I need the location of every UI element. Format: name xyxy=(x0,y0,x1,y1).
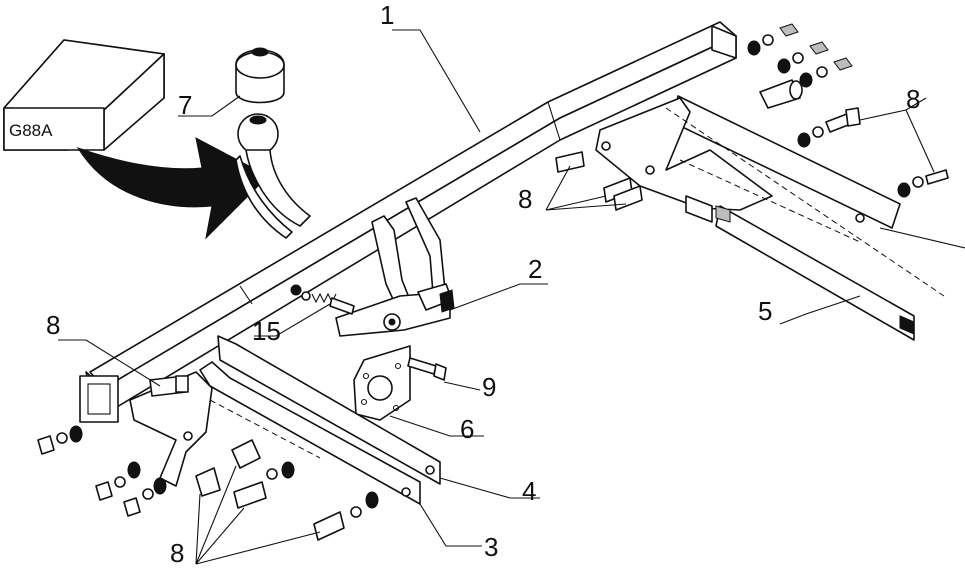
right-side-bracket xyxy=(595,95,945,341)
callout-1: 1 xyxy=(380,0,394,30)
callout-2: 2 xyxy=(528,254,542,284)
g88a-box: G88A xyxy=(3,39,165,151)
callout-8-left: 8 xyxy=(46,310,60,340)
curved-arrow-icon xyxy=(76,137,269,240)
right-top-hardware xyxy=(747,23,853,109)
bottom-bolts-8 xyxy=(195,439,379,541)
callout-8-mid-right: 8 xyxy=(518,184,532,214)
leader-lines xyxy=(58,29,965,565)
tow-ball-neck xyxy=(235,113,311,239)
callout-3: 3 xyxy=(484,532,498,562)
spring-bolt-15 xyxy=(290,284,355,315)
callout-4: 4 xyxy=(522,476,536,506)
callout-7: 7 xyxy=(178,90,192,120)
callout-9: 9 xyxy=(482,372,496,402)
callout-8-top-right: 8 xyxy=(906,84,920,114)
bolt-9 xyxy=(407,357,447,381)
electrical-socket-plate xyxy=(353,345,411,421)
central-bracket xyxy=(335,197,455,337)
callout-15: 15 xyxy=(252,316,281,346)
left-hardware xyxy=(37,375,189,517)
right-bolts-8 xyxy=(555,107,949,211)
callout-8-bottom: 8 xyxy=(170,538,184,568)
callout-6: 6 xyxy=(460,414,474,444)
box-label: G88A xyxy=(9,121,53,140)
left-bracket-plates xyxy=(129,335,441,505)
tow-ball-cap xyxy=(235,47,285,104)
callout-labels: 1 2 3 4 5 6 7 8 8 8 8 9 15 xyxy=(46,0,920,568)
callout-5: 5 xyxy=(758,296,772,326)
